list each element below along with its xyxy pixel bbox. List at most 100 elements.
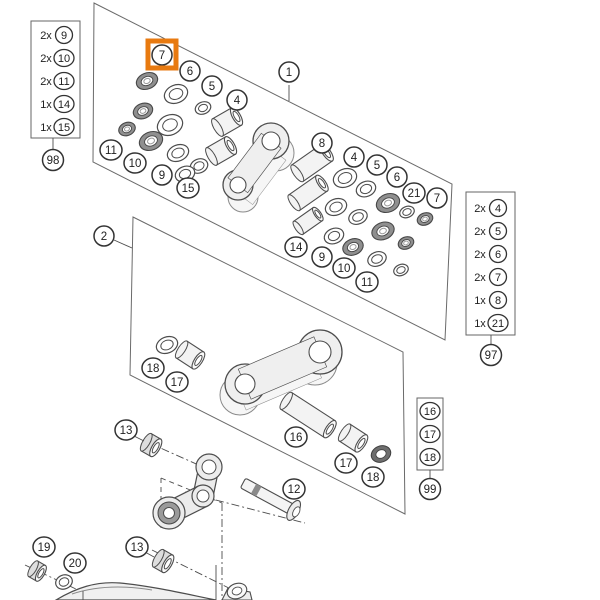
legend-99-ref-18[interactable]: 18	[419, 447, 441, 467]
callout-7-10[interactable]: 7	[426, 187, 448, 209]
callout-circle[interactable]	[311, 246, 333, 268]
callout-circle[interactable]	[284, 236, 308, 258]
legend-ref-circle[interactable]	[488, 267, 508, 287]
callout-5-7[interactable]: 5	[366, 154, 388, 176]
callout-circle[interactable]	[332, 257, 356, 279]
callout-13-27[interactable]: 13	[125, 536, 149, 558]
legend-ref-circle[interactable]	[53, 94, 75, 114]
legend-98-ref-11[interactable]: 11	[53, 71, 75, 91]
callout-circle[interactable]	[402, 182, 426, 204]
callout-20-29[interactable]: 20	[63, 552, 87, 574]
part-tube-6	[279, 391, 337, 439]
callout-label: 20	[69, 558, 82, 570]
callout-6-8[interactable]: 6	[386, 166, 408, 188]
cyl-back	[279, 391, 293, 410]
legend-98-ref-14[interactable]: 14	[53, 94, 75, 114]
legend-ref-circle[interactable]	[488, 221, 508, 241]
callout-circle[interactable]	[226, 89, 248, 111]
callout-2-19[interactable]: 2	[93, 225, 115, 247]
callout-circle[interactable]	[114, 419, 138, 441]
legend-97-ref-4[interactable]: 4	[488, 198, 508, 218]
callout-circle[interactable]	[123, 152, 147, 174]
callout-circle[interactable]	[176, 177, 200, 199]
callout-15-14[interactable]: 15	[176, 177, 200, 199]
callout-circle[interactable]	[179, 60, 201, 82]
legend-ref-circle[interactable]	[53, 48, 75, 68]
legend-ref-circle[interactable]	[488, 198, 508, 218]
callout-18-24[interactable]: 18	[361, 466, 385, 488]
callout-circle[interactable]	[366, 154, 388, 176]
callout-4-4[interactable]: 4	[226, 89, 248, 111]
callout-17-21[interactable]: 17	[165, 371, 189, 393]
callout-6-1[interactable]: 6	[179, 60, 201, 82]
legend-ref-circle[interactable]	[419, 447, 441, 467]
callout-circle[interactable]	[63, 552, 87, 574]
callout-circle[interactable]	[32, 536, 56, 558]
legend-98-ref-10[interactable]: 10	[53, 48, 75, 68]
callout-circle[interactable]	[361, 466, 385, 488]
callout-13-26[interactable]: 13	[114, 419, 138, 441]
legend-group-callout-97[interactable]: 97	[479, 343, 503, 367]
callout-16-22[interactable]: 16	[284, 426, 308, 448]
callout-circle[interactable]	[125, 536, 149, 558]
callout-circle[interactable]	[93, 225, 115, 247]
callout-circle[interactable]	[426, 187, 448, 209]
callout-circle[interactable]	[282, 478, 306, 500]
callout-19-28[interactable]: 19	[32, 536, 56, 558]
callout-circle[interactable]	[201, 75, 223, 97]
callout-9-13[interactable]: 9	[151, 164, 173, 186]
callout-21-9[interactable]: 21	[402, 182, 426, 204]
callout-12-25[interactable]: 12	[282, 478, 306, 500]
callout-circle[interactable]	[334, 452, 358, 474]
callout-8-5[interactable]: 8	[311, 132, 333, 154]
callout-1-2[interactable]: 1	[278, 61, 300, 83]
callout-7-0[interactable]: 7	[151, 44, 173, 66]
callout-17-23[interactable]: 17	[334, 452, 358, 474]
callout-circle[interactable]	[278, 61, 300, 83]
callout-4-6[interactable]: 4	[343, 146, 365, 168]
callout-10-17[interactable]: 10	[332, 257, 356, 279]
callout-18-20[interactable]: 18	[141, 357, 165, 379]
callout-5-3[interactable]: 5	[201, 75, 223, 97]
legend-97-ref-21[interactable]: 21	[487, 313, 509, 333]
legend-97-ref-5[interactable]: 5	[488, 221, 508, 241]
callout-14-15[interactable]: 14	[284, 236, 308, 258]
legend-ref-circle[interactable]	[419, 401, 441, 421]
callout-9-16[interactable]: 9	[311, 246, 333, 268]
group-circle[interactable]	[479, 343, 503, 367]
callout-circle[interactable]	[284, 426, 308, 448]
legend-97-ref-8[interactable]: 8	[488, 290, 508, 310]
legend-98-ref-9[interactable]: 9	[54, 25, 74, 45]
legend-ref-circle[interactable]	[488, 290, 508, 310]
group-circle[interactable]	[418, 477, 442, 501]
group-circle[interactable]	[41, 148, 65, 172]
callout-11-18[interactable]: 11	[355, 271, 379, 293]
callout-circle[interactable]	[151, 44, 173, 66]
legend-98-ref-15[interactable]: 15	[53, 117, 75, 137]
legend-group-callout-99[interactable]: 99	[418, 477, 442, 501]
legend-99-ref-17[interactable]: 17	[419, 424, 441, 444]
ring-outer	[163, 83, 189, 105]
legend-ref-circle[interactable]	[487, 313, 509, 333]
callout-label: 5	[374, 160, 380, 172]
callout-circle[interactable]	[165, 371, 189, 393]
callout-circle[interactable]	[355, 271, 379, 293]
callout-circle[interactable]	[311, 132, 333, 154]
callout-11-11[interactable]: 11	[99, 139, 123, 161]
callout-10-12[interactable]: 10	[123, 152, 147, 174]
callout-circle[interactable]	[343, 146, 365, 168]
callout-circle[interactable]	[141, 357, 165, 379]
legend-ref-circle[interactable]	[419, 424, 441, 444]
legend-ref-circle[interactable]	[488, 244, 508, 264]
legend-ref-circle[interactable]	[53, 71, 75, 91]
callout-circle[interactable]	[151, 164, 173, 186]
legend-ref-label: 11	[58, 76, 69, 88]
legend-97-ref-7[interactable]: 7	[488, 267, 508, 287]
callout-circle[interactable]	[99, 139, 123, 161]
legend-group-callout-98[interactable]: 98	[41, 148, 65, 172]
callout-circle[interactable]	[386, 166, 408, 188]
legend-ref-circle[interactable]	[53, 117, 75, 137]
legend-97-ref-6[interactable]: 6	[488, 244, 508, 264]
legend-99-ref-16[interactable]: 16	[419, 401, 441, 421]
legend-ref-circle[interactable]	[54, 25, 74, 45]
